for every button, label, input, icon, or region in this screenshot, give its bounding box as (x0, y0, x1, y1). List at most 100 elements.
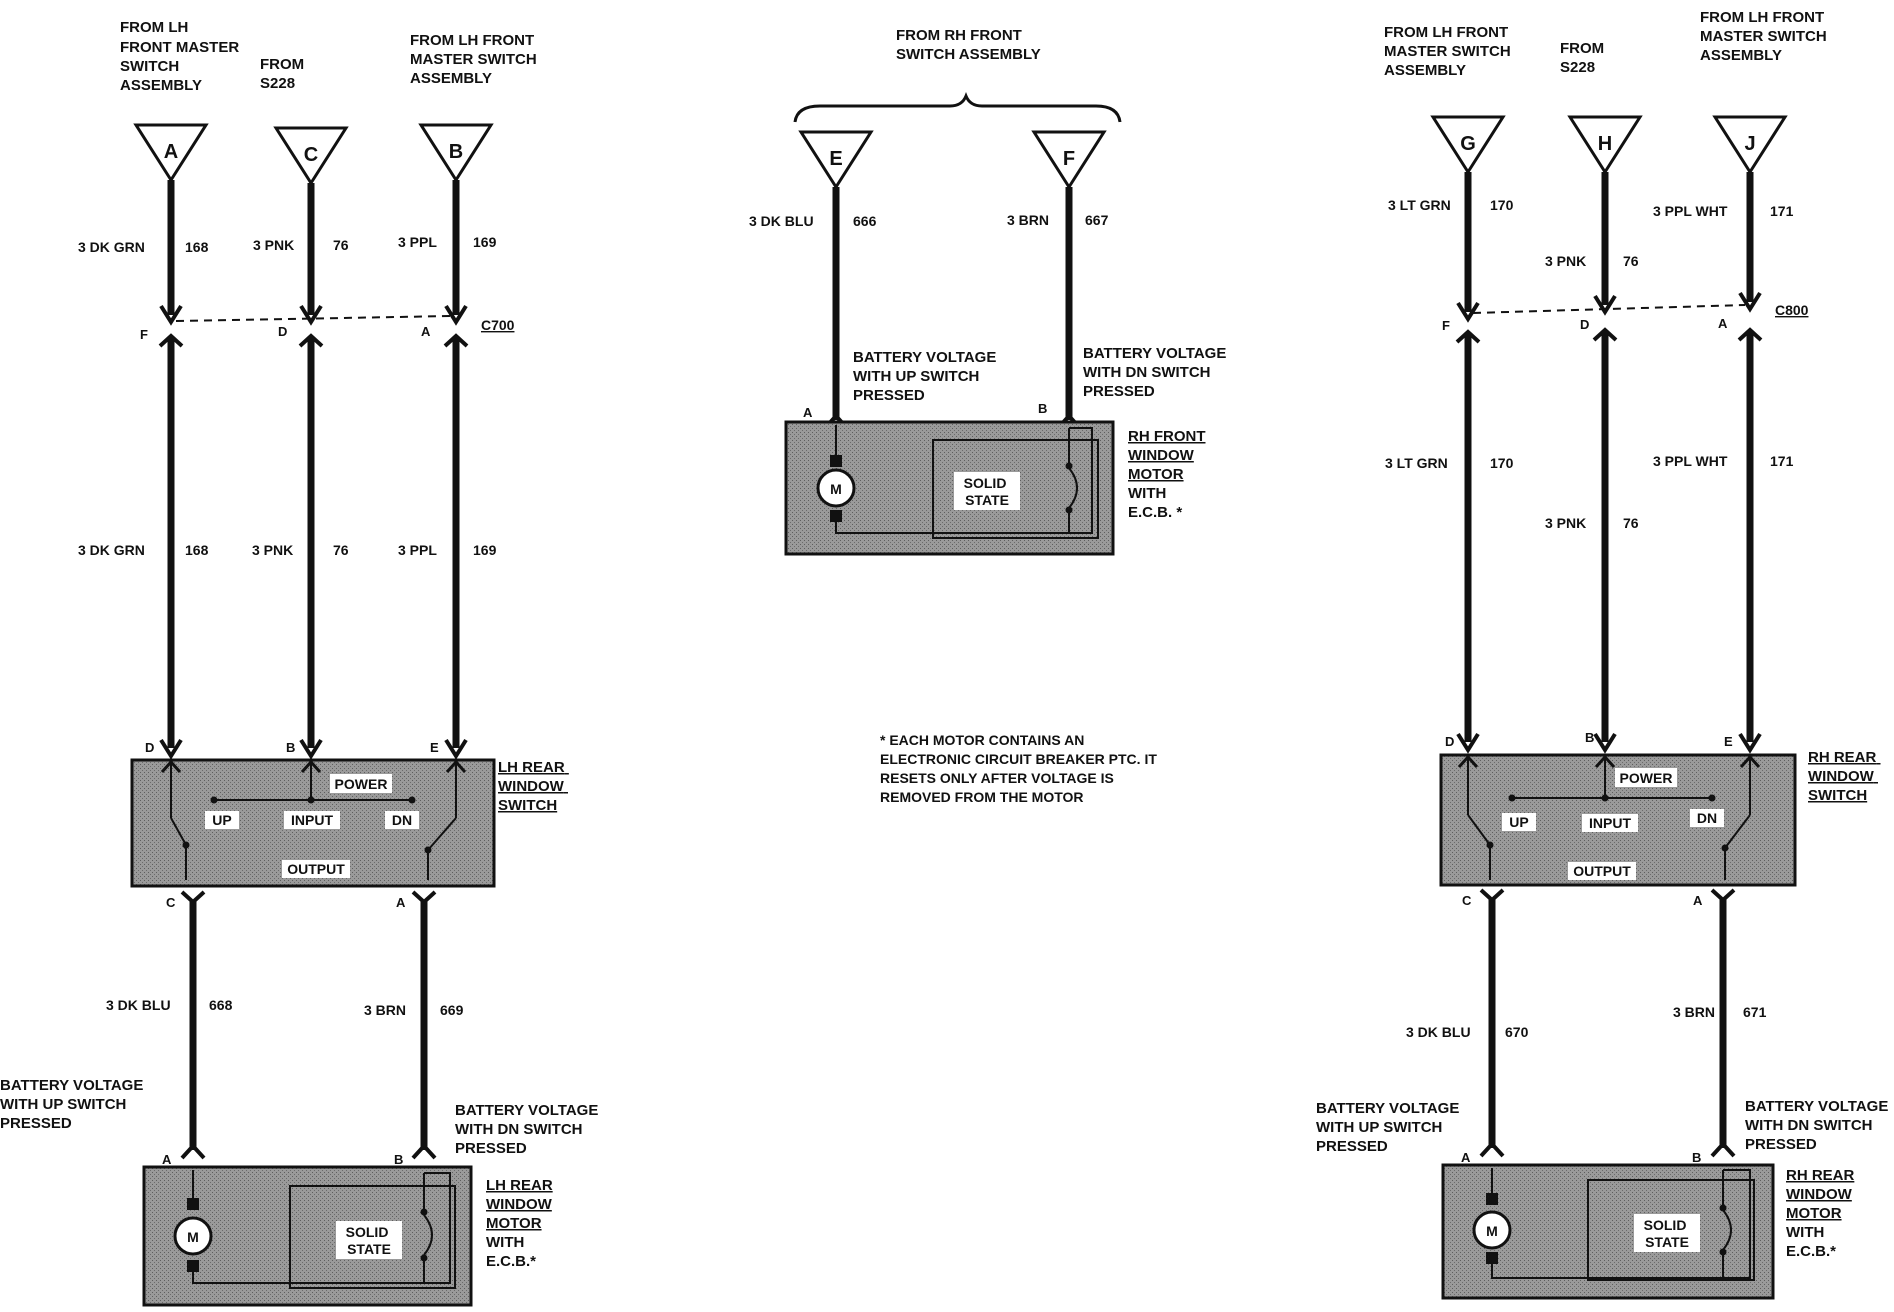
wire-169-middle (443, 333, 469, 760)
wire-color-label: 3 DK BLU (106, 997, 171, 1013)
svg-text:C: C (304, 144, 318, 166)
dn-voltage-note: BATTERY VOLTAGE WITH DN SWITCH PRESSED (1083, 345, 1231, 400)
svg-text:C800: C800 (1775, 302, 1809, 318)
wire-171-middle (1737, 327, 1763, 754)
circuit-number: 170 (1490, 197, 1514, 213)
wire-76-upper (1593, 172, 1617, 316)
circuit-number: 666 (853, 213, 877, 229)
circuit-number: 667 (1085, 212, 1109, 228)
motor-label: RH FRONT WINDOW MOTOR WITH E.C.B. * (1128, 428, 1210, 521)
rh-front-circuit: FROM RH FRONT SWITCH ASSEMBLY E F 3 DK B… (749, 27, 1231, 805)
up-voltage-note: BATTERY VOLTAGE WITH UP SWITCH PRESSED (853, 349, 1001, 404)
svg-text:F: F (1442, 318, 1450, 333)
circuit-number: 168 (185, 239, 209, 255)
svg-text:OUTPUT: OUTPUT (287, 861, 345, 877)
svg-text:C: C (166, 895, 176, 910)
wire-color-label: 3 PPL (398, 542, 437, 558)
circuit-number: 76 (333, 542, 349, 558)
svg-text:INPUT: INPUT (1589, 815, 1631, 831)
wire-170-middle (1455, 329, 1481, 754)
wire-color-label: 3 LT GRN (1388, 197, 1451, 213)
wire-170-upper (1456, 172, 1480, 323)
circuit-number: 171 (1770, 453, 1794, 469)
svg-text:POWER: POWER (335, 776, 388, 792)
circuit-number: 670 (1505, 1024, 1529, 1040)
dn-voltage-note: BATTERY VOLTAGE WITH DN SWITCH PRESSED (455, 1102, 603, 1157)
svg-text:H: H (1598, 133, 1612, 155)
circuit-number: 168 (185, 542, 209, 558)
connector-a: A (133, 123, 209, 183)
svg-text:UP: UP (1509, 814, 1528, 830)
source-label-a: FROM LH FRONT MASTER SWITCH ASSEMBLY (120, 19, 243, 94)
circuit-number: 671 (1743, 1004, 1767, 1020)
circuit-number: 668 (209, 997, 233, 1013)
circuit-number: 76 (1623, 515, 1639, 531)
lh-rear-window-switch: D B E POWER UP INPUT (130, 740, 565, 910)
wire-669 (411, 890, 437, 1160)
wire-color-label: 3 BRN (1007, 212, 1049, 228)
svg-text:B: B (1692, 1150, 1701, 1165)
svg-text:C: C (1462, 893, 1472, 908)
svg-text:B: B (286, 740, 295, 755)
splice-c700: F D A C700 (140, 315, 515, 342)
svg-text:A: A (1461, 1150, 1471, 1165)
source-label-b: FROM LH FRONT MASTER SWITCH ASSEMBLY (410, 32, 541, 87)
circuit-number: 76 (333, 237, 349, 253)
svg-text:A: A (162, 1152, 172, 1167)
svg-text:OUTPUT: OUTPUT (1573, 863, 1631, 879)
wire-76-middle (1592, 327, 1618, 754)
lh-rear-circuit: FROM LH FRONT MASTER SWITCH ASSEMBLY FRO… (0, 19, 603, 1307)
svg-text:F: F (1063, 148, 1075, 170)
wire-671 (1710, 888, 1736, 1158)
wire-171-upper (1738, 172, 1762, 313)
dn-voltage-note: BATTERY VOLTAGE WITH DN SWITCH PRESSED (1745, 1098, 1893, 1153)
wire-color-label: 3 PNK (253, 237, 294, 253)
svg-text:E: E (1724, 734, 1733, 749)
wire-color-label: 3 DK BLU (749, 213, 814, 229)
svg-text:D: D (145, 740, 154, 755)
wire-color-label: 3 BRN (364, 1002, 406, 1018)
wire-168-upper (159, 180, 183, 326)
source-label-ef: FROM RH FRONT SWITCH ASSEMBLY (896, 27, 1041, 63)
motor-label: LH REAR WINDOW MOTOR WITH E.C.B.* (486, 1177, 557, 1270)
source-label-c: FROM S228 (260, 56, 308, 92)
motor-m-symbol: M (187, 1229, 199, 1245)
source-label-g: FROM LH FRONT MASTER SWITCH ASSEMBLY (1384, 24, 1515, 79)
circuit-number: 169 (473, 234, 497, 250)
wire-color-label: 3 PNK (1545, 253, 1586, 269)
switch-label: RH REAR WINDOW SWITCH (1808, 749, 1881, 804)
svg-text:SOLID STATE: SOLID STATE (964, 475, 1011, 508)
ecb-footnote: * EACH MOTOR CONTAINS AN ELECTRONIC CIRC… (880, 732, 1161, 805)
source-label-j: FROM LH FRONT MASTER SWITCH ASSEMBLY (1700, 9, 1831, 64)
circuit-number: 171 (1770, 203, 1794, 219)
svg-text:B: B (1038, 401, 1047, 416)
svg-text:E: E (829, 148, 842, 170)
svg-text:A: A (396, 895, 406, 910)
svg-text:A: A (803, 405, 813, 420)
splice-c800: F D A C800 (1442, 302, 1809, 333)
connector-f: F (1031, 130, 1107, 190)
wire-color-label: 3 PNK (252, 542, 293, 558)
svg-text:C700: C700 (481, 317, 515, 333)
svg-text:D: D (1580, 317, 1589, 332)
wire-color-label: 3 PPL WHT (1653, 453, 1728, 469)
motor-m-symbol: M (830, 481, 842, 497)
svg-text:UP: UP (212, 812, 231, 828)
connector-b: B (418, 123, 494, 183)
wire-666 (823, 187, 849, 430)
wire-color-label: 3 PPL WHT (1653, 203, 1728, 219)
svg-text:D: D (1445, 734, 1454, 749)
svg-text:POWER: POWER (1620, 770, 1673, 786)
rh-rear-window-switch: D B E POWER UP INPUT (1439, 730, 1881, 908)
svg-text:B: B (449, 141, 463, 163)
wire-color-label: 3 DK BLU (1406, 1024, 1471, 1040)
svg-text:INPUT: INPUT (291, 812, 333, 828)
svg-text:D: D (278, 324, 287, 339)
svg-text:J: J (1744, 133, 1755, 155)
wire-color-label: 3 BRN (1673, 1004, 1715, 1020)
bracket (793, 91, 1122, 123)
motor-label: RH REAR WINDOW MOTOR WITH E.C.B.* (1786, 1167, 1859, 1260)
svg-text:A: A (1718, 316, 1728, 331)
wire-670 (1479, 888, 1505, 1158)
